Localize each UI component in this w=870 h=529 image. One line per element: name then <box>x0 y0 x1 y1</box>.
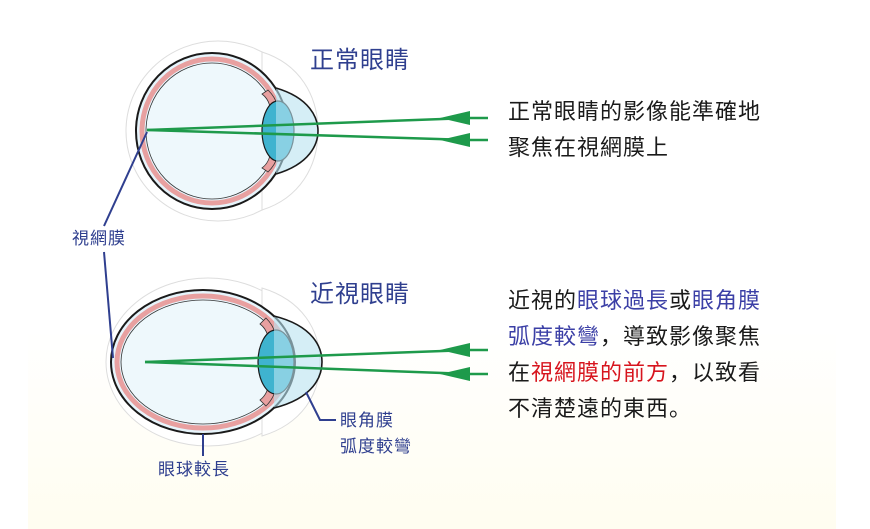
normal-desc-line2: 聚焦在視網膜上 <box>508 131 761 167</box>
myopic-desc-line4: 不清楚遠的東西。 <box>508 392 761 428</box>
normal-arrow-bottom <box>440 133 470 147</box>
eyeball-long-label: 眼球較長 <box>158 458 230 482</box>
myopic-desc-text: 在 <box>508 361 531 386</box>
myopic-desc-line1: 近視的眼球過長或眼角膜 <box>508 284 761 320</box>
myopic-desc-emph-cornea: 眼角膜 <box>692 289 761 314</box>
myopic-desc-emph-curve: 弧度較彎 <box>508 325 600 350</box>
normal-arrow-top <box>440 111 470 125</box>
myopic-desc-text: 近視的 <box>508 289 577 314</box>
cornea-label-line1: 眼角膜 <box>340 409 394 433</box>
myopic-desc-text: ，導致影像聚焦 <box>600 325 761 350</box>
normal-eye-illustration <box>126 41 488 221</box>
myopic-eye-heading: 近視眼睛 <box>310 274 410 309</box>
myopic-eye-description: 近視的眼球過長或眼角膜 弧度較彎，導致影像聚焦 在視網膜的前方，以致看 不清楚遠… <box>508 284 761 428</box>
myopic-desc-emph-retina-front: 視網膜的前方 <box>531 361 669 386</box>
myopic-desc-text: 或 <box>669 289 692 314</box>
myopic-desc-line2: 弧度較彎，導致影像聚焦 <box>508 320 761 356</box>
normal-desc-line1: 正常眼睛的影像能準確地 <box>508 95 761 131</box>
normal-eye-heading: 正常眼睛 <box>310 40 410 75</box>
myopic-desc-emph-eyeball: 眼球過長 <box>577 289 669 314</box>
cornea-label-line2: 弧度較彎 <box>340 435 412 459</box>
myopic-cornea <box>274 316 322 408</box>
myopic-eye-illustration <box>106 278 488 446</box>
normal-eye-description: 正常眼睛的影像能準確地 聚焦在視網膜上 <box>508 95 761 167</box>
myopic-arrow-top <box>440 343 470 357</box>
myopic-desc-text: ，以致看 <box>669 361 761 386</box>
myopic-arrow-bottom <box>440 367 470 381</box>
retina-label: 視網膜 <box>72 227 126 251</box>
myopic-desc-line3: 在視網膜的前方，以致看 <box>508 356 761 392</box>
